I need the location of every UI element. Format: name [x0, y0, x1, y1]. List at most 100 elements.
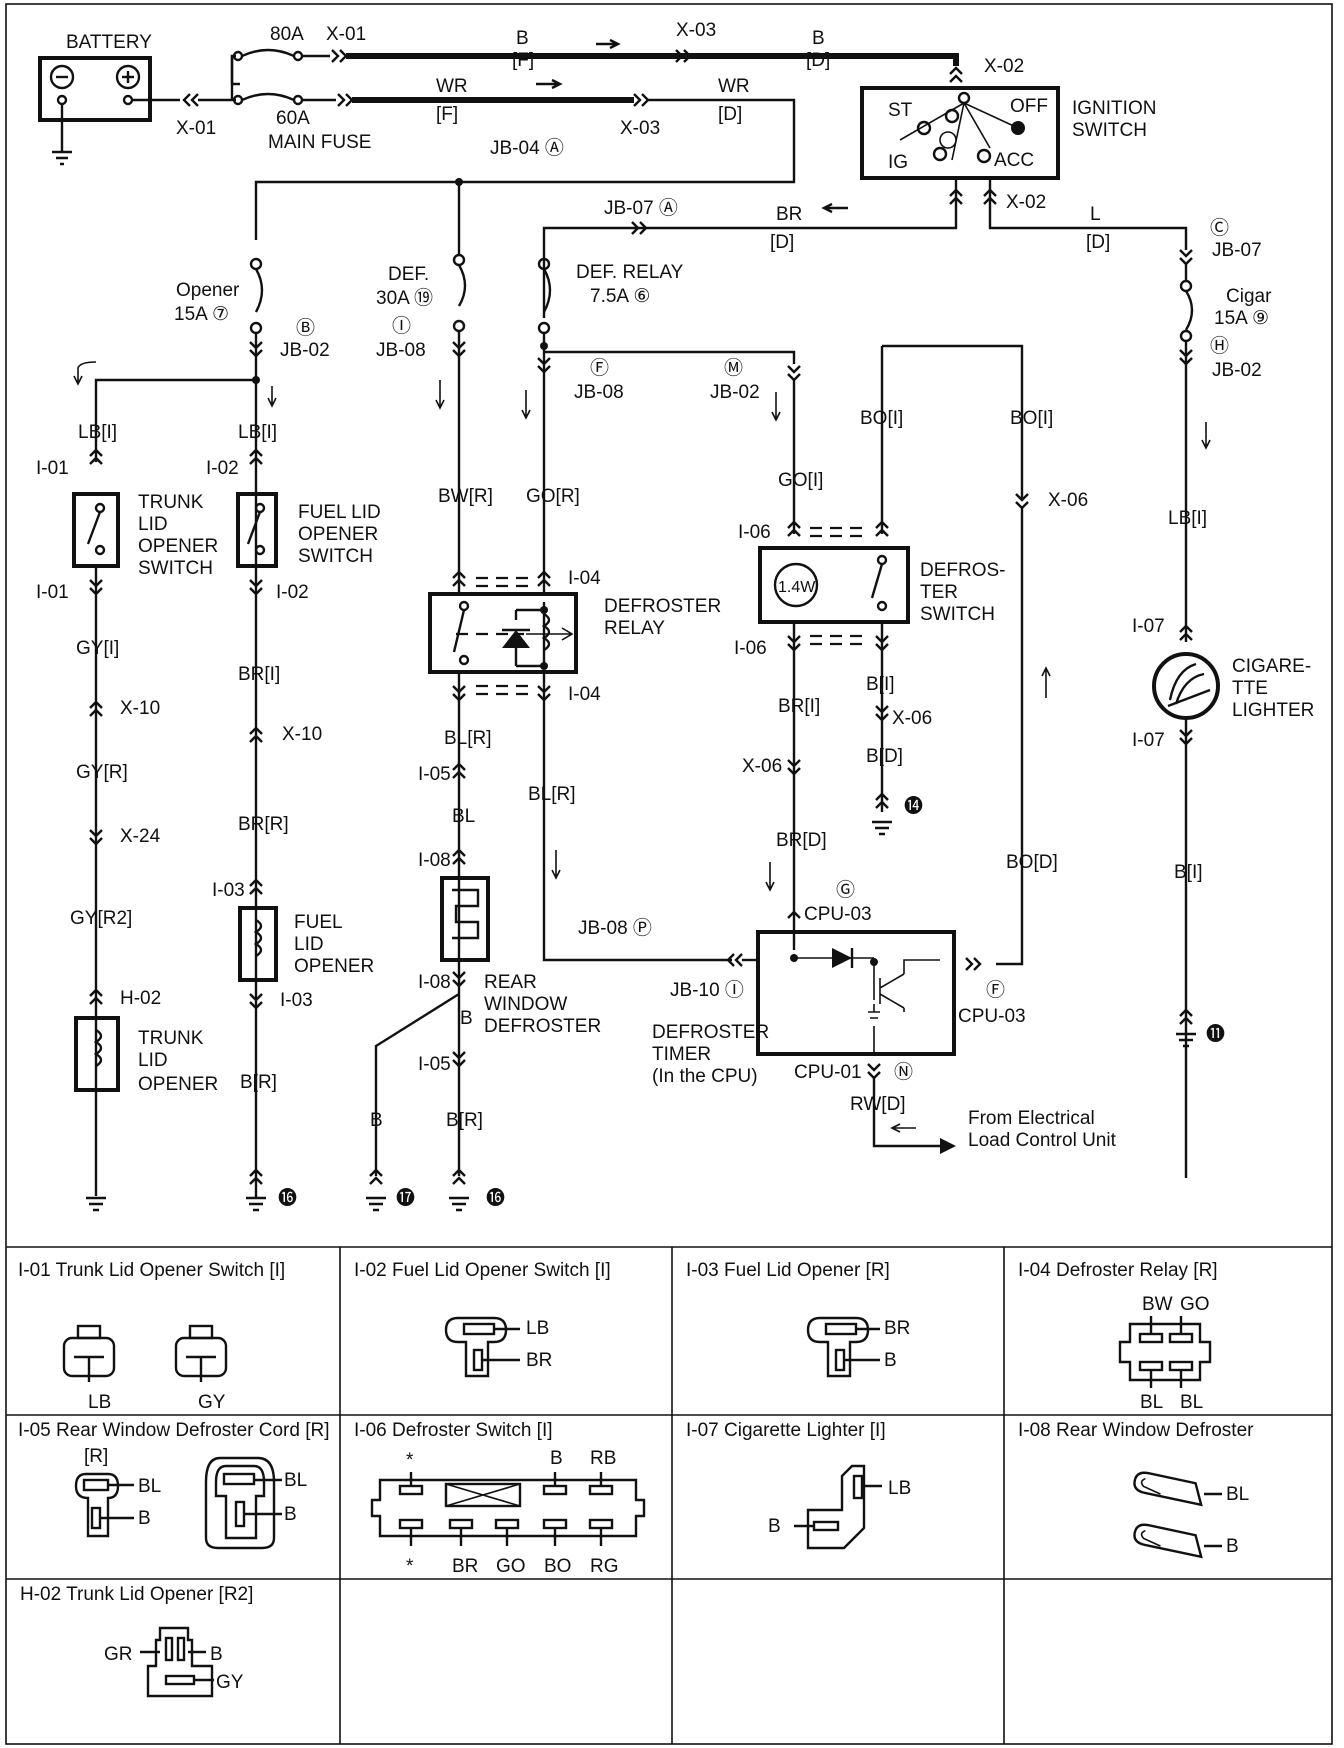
cpu01n-label: Ⓝ [894, 1061, 913, 1083]
fuel-switch-2: OPENER [298, 524, 378, 545]
legend-i06-pin-star1: * [406, 1450, 414, 1471]
fuse-80a-label: 80A [270, 24, 304, 45]
defroster-timer [756, 930, 956, 1056]
x01a-label: X-01 [326, 24, 366, 45]
legend-i04-pin-bw: BW [1142, 1294, 1173, 1315]
legend-i05-pin-b1: B [138, 1508, 151, 1529]
wire-bo-d: BO[D] [1006, 852, 1058, 873]
wire-b-mid: B [460, 1008, 473, 1029]
x02a-label: X-02 [984, 56, 1024, 77]
i08a-label: I-08 [418, 850, 451, 871]
trunk-switch-2: LID [138, 514, 168, 535]
legend-i03-pin-b: B [884, 1350, 897, 1371]
def-fuse-a: DEF. [388, 264, 429, 285]
wire-br-i-fuel: BR[I] [238, 664, 280, 685]
ground-16a: ⓰ [278, 1187, 297, 1209]
ign-off-label: OFF [1010, 96, 1048, 117]
jb02h-b: JB-02 [1212, 360, 1262, 381]
lighter-label-1: CIGARE- [1232, 656, 1311, 677]
rear-window-defroster [440, 876, 490, 962]
trunk-switch-3: OPENER [138, 536, 218, 557]
fuel-lid-opener-switch [236, 492, 278, 568]
timer-label-1: DEFROSTER [652, 1022, 769, 1043]
wire-rw-d: RW[D] [850, 1094, 906, 1115]
opener-fuse-b: 15A ⑦ [174, 304, 229, 325]
jb08i-b: JB-08 [376, 340, 426, 361]
legend-h02-pin-gy: GY [216, 1672, 244, 1693]
jb02b-b: JB-02 [280, 340, 330, 361]
i06b-label: I-06 [734, 638, 767, 659]
timer-label-2: TIMER [652, 1044, 711, 1065]
legend-i08-title: I-08 Rear Window Defroster [1018, 1420, 1254, 1441]
connector-i08-drawing [1133, 1471, 1222, 1559]
legend-i05-r: [R] [84, 1446, 108, 1467]
i07b-label: I-07 [1132, 730, 1165, 751]
connector-i07-drawing [794, 1464, 882, 1550]
wire-gy-r2: GY[R2] [70, 908, 132, 929]
fuel-switch-3: SWITCH [298, 546, 373, 567]
trunk-opener-1: TRUNK [138, 1028, 204, 1049]
ignition-label-2: SWITCH [1072, 120, 1147, 141]
x01b-label: X-01 [176, 118, 216, 139]
ign-ig1-label: IG [888, 152, 908, 173]
wire-b-i-cig: B[I] [1174, 862, 1203, 883]
fuel-switch-1: FUEL LID [298, 502, 381, 523]
wire-b-r-def: B[R] [446, 1110, 483, 1131]
i05b-label: I-05 [418, 1054, 451, 1075]
ground-16b: ⓰ [486, 1187, 505, 1209]
ground-11: ⓫ [1206, 1023, 1225, 1045]
jb08p-label: JB-08 Ⓟ [578, 917, 652, 939]
legend-i06-title: I-06 Defroster Switch [I] [354, 1420, 553, 1441]
wire-go-i: GO[I] [778, 470, 823, 491]
fuse-60a-label: 60A [276, 108, 310, 129]
defsw-label-1: DEFROS- [920, 560, 1006, 581]
trunk-lid-opener [74, 1016, 120, 1092]
legend-i06-pin-rb: RB [590, 1448, 616, 1469]
i07a-label: I-07 [1132, 616, 1165, 637]
wire-wr-d-b: [D] [718, 104, 742, 125]
wire-b-f-b: [F] [512, 50, 534, 71]
connector-i03-drawing [806, 1316, 880, 1378]
wire-lb-i-cig: LB[I] [1168, 508, 1207, 529]
fuel-opener-2: LID [294, 934, 324, 955]
wire-b-f-a: B [516, 28, 529, 49]
wire-bl: BL [452, 806, 475, 827]
wire-br-r-fuel: BR[R] [238, 814, 289, 835]
x03b-label: X-03 [620, 118, 660, 139]
x06a-label: X-06 [1048, 490, 1088, 511]
connector-i02-drawing [444, 1316, 520, 1378]
defroster-relay [428, 592, 578, 674]
defsw-label-2: TER [920, 582, 958, 603]
wire-l-d-a: L [1090, 204, 1101, 225]
rear-defroster-1: REAR [484, 972, 537, 993]
legend-i06-pin-rg: RG [590, 1556, 619, 1577]
legend-i01-title: I-01 Trunk Lid Opener Switch [I] [18, 1260, 285, 1281]
legend-i06-pin-star2: * [406, 1556, 414, 1577]
jb04-label: JB-04 Ⓐ [490, 137, 564, 159]
battery-ground [52, 104, 72, 166]
wire-wr-f-b: [F] [436, 104, 458, 125]
i06a-label: I-06 [738, 522, 771, 543]
wire-b-d-sw: B[D] [866, 746, 903, 767]
jb07c-a: Ⓒ [1210, 217, 1229, 239]
relay-label-1: DEFROSTER [604, 596, 721, 617]
cpu03f-a: Ⓕ [986, 979, 1005, 1001]
fuel-lid-opener [238, 906, 278, 982]
i03b-label: I-03 [280, 990, 313, 1011]
elcu-label-1: From Electrical [968, 1108, 1095, 1129]
jb08i-a: Ⓘ [392, 315, 411, 337]
i01a-label: I-01 [36, 458, 69, 479]
wire-bw-r: BW[R] [438, 486, 493, 507]
jb10-label: JB-10 Ⓘ [670, 979, 744, 1001]
legend-i07-pin-b: B [768, 1516, 781, 1537]
x10a-label: X-10 [120, 698, 160, 719]
legend-i06-pin-bo: BO [544, 1556, 571, 1577]
h02-label: H-02 [120, 988, 161, 1009]
x06b-label: X-06 [892, 708, 932, 729]
legend-i04-pin-bl2: BL [1180, 1392, 1203, 1413]
ground-17: ⓱ [396, 1187, 415, 1209]
defroster-switch [758, 546, 910, 624]
trunk-switch-1: TRUNK [138, 492, 204, 513]
jb02h-a: Ⓗ [1210, 335, 1229, 357]
